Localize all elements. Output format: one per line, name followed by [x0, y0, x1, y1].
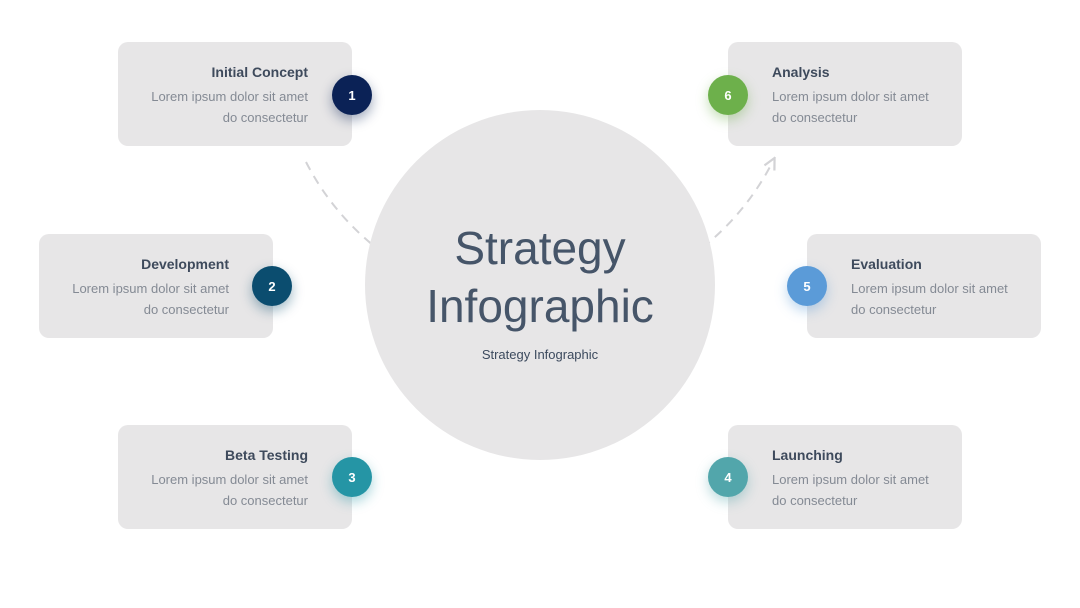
step-description: Lorem ipsum dolor sit amet do consectetu…: [132, 86, 308, 128]
step-description-line-2: do consectetur: [851, 302, 937, 317]
step-title: Development: [141, 256, 229, 272]
step-badge-1: 1: [332, 75, 372, 115]
center-subtitle: Strategy Infographic: [481, 346, 599, 362]
step-badge-6: 6: [708, 75, 748, 115]
step-description-line-1: Lorem ipsum dolor sit amet: [772, 89, 929, 104]
step-description: Lorem ipsum dolor sit amet do consectetu…: [53, 278, 229, 320]
step-title: Evaluation: [851, 256, 922, 272]
step-description: Lorem ipsum dolor sit amet do consectetu…: [851, 278, 1027, 320]
step-description-line-1: Lorem ipsum dolor sit amet: [772, 472, 929, 487]
step-card-analysis: Analysis Lorem ipsum dolor sit amet do c…: [728, 42, 962, 146]
step-card-launching: Launching Lorem ipsum dolor sit amet do …: [728, 425, 962, 529]
step-badge-3: 3: [332, 457, 372, 497]
step-description-line-1: Lorem ipsum dolor sit amet: [851, 281, 1008, 296]
step-description-line-2: do consectetur: [772, 493, 858, 508]
center-title-line-1: Strategy: [454, 221, 626, 274]
step-description-line-1: Lorem ipsum dolor sit amet: [72, 281, 229, 296]
step-title: Initial Concept: [211, 64, 308, 80]
step-description-line-2: do consectetur: [222, 493, 308, 508]
step-description-line-1: Lorem ipsum dolor sit amet: [151, 472, 308, 487]
dashed-arc-path: [305, 162, 772, 306]
step-badge-4: 4: [708, 457, 748, 497]
step-badge-2: 2: [252, 266, 292, 306]
step-description: Lorem ipsum dolor sit amet do consectetu…: [772, 86, 948, 128]
step-card-initial-concept: Initial Concept Lorem ipsum dolor sit am…: [118, 42, 352, 146]
step-card-development: Development Lorem ipsum dolor sit amet d…: [39, 234, 273, 338]
center-circle: Strategy Infographic Strategy Infographi…: [365, 110, 715, 460]
step-title: Launching: [772, 447, 843, 463]
step-description-line-2: do consectetur: [222, 110, 308, 125]
step-description-line-1: Lorem ipsum dolor sit amet: [151, 89, 308, 104]
step-description: Lorem ipsum dolor sit amet do consectetu…: [772, 469, 948, 511]
step-badge-5: 5: [787, 266, 827, 306]
center-title: Strategy Infographic: [426, 219, 654, 335]
step-description-line-2: do consectetur: [772, 110, 858, 125]
center-title-line-2: Infographic: [426, 279, 654, 332]
step-card-evaluation: Evaluation Lorem ipsum dolor sit amet do…: [807, 234, 1041, 338]
step-card-beta-testing: Beta Testing Lorem ipsum dolor sit amet …: [118, 425, 352, 529]
step-title: Analysis: [772, 64, 830, 80]
step-description: Lorem ipsum dolor sit amet do consectetu…: [132, 469, 308, 511]
step-description-line-2: do consectetur: [143, 302, 229, 317]
step-title: Beta Testing: [225, 447, 308, 463]
